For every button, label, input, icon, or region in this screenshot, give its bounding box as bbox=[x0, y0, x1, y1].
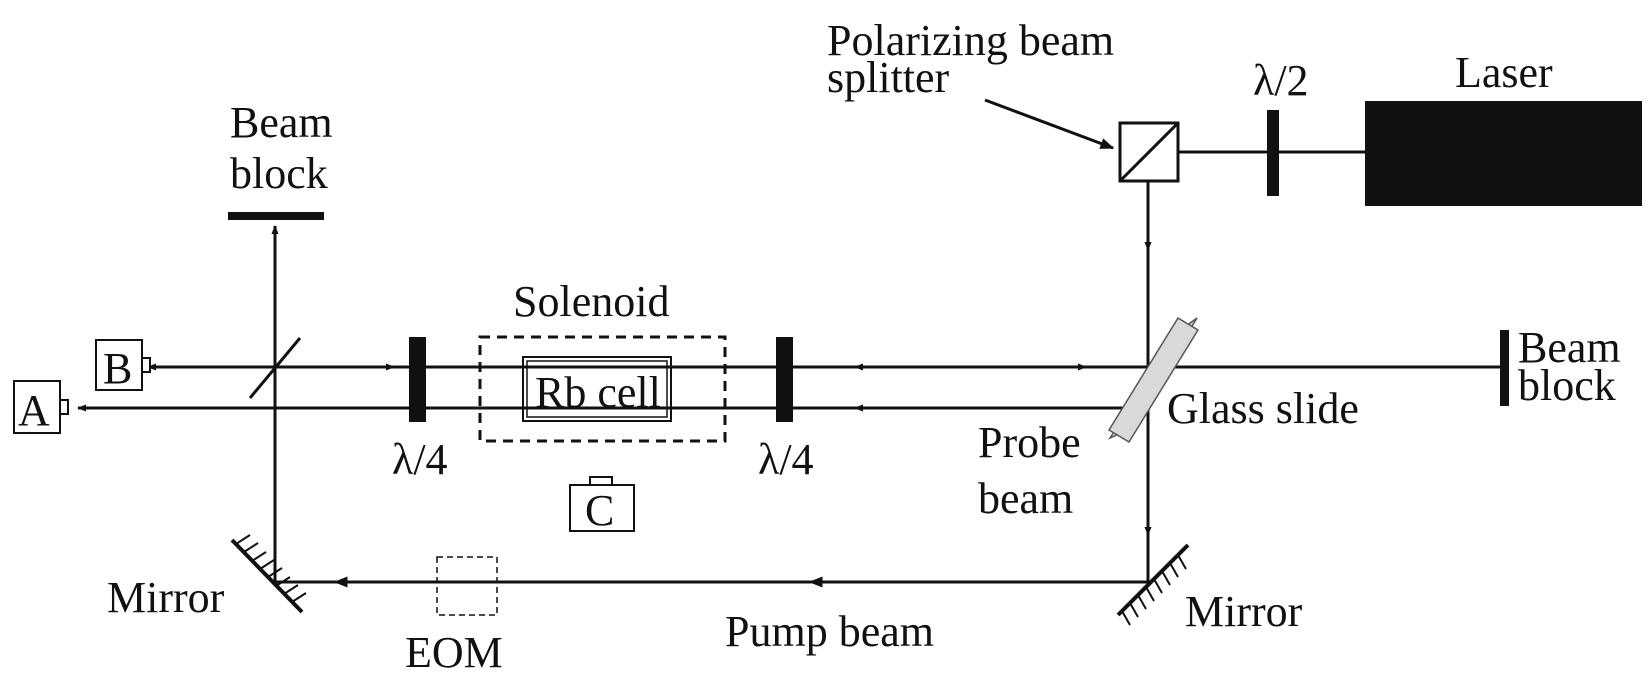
probe-beam-label-2: beam bbox=[978, 474, 1073, 523]
beam-block-left bbox=[228, 212, 324, 220]
solenoid bbox=[478, 335, 727, 443]
detector-a bbox=[13, 380, 61, 434]
quarter-wave-plate-left bbox=[409, 337, 426, 422]
beam-block-right bbox=[1500, 330, 1509, 406]
rb-cell-label: Rb cell bbox=[535, 368, 661, 417]
rb-cell bbox=[522, 356, 672, 422]
pbs-pointer-arrow bbox=[984, 98, 1115, 150]
rb-cell-inner bbox=[526, 360, 668, 418]
mirror-left-label: Mirror bbox=[107, 573, 225, 622]
quarter-wave-plate-right bbox=[776, 337, 793, 422]
glass-slide-body bbox=[1107, 316, 1200, 444]
left-beam-splitter bbox=[248, 337, 302, 399]
mirror-left bbox=[230, 534, 307, 614]
beam-block-right-label-2: block bbox=[1518, 361, 1616, 410]
pbs-label-line1: Polarizing beam bbox=[827, 16, 1114, 65]
detector-b-label: B bbox=[103, 344, 132, 393]
mirror-right bbox=[1116, 543, 1190, 626]
half-wave-plate-label: λ/2 bbox=[1253, 56, 1309, 105]
laser-body bbox=[1365, 101, 1642, 206]
beam-block-left-label-2: block bbox=[230, 149, 328, 198]
half-wave-plate bbox=[1267, 110, 1279, 196]
probe-beam-label-1: Probe bbox=[978, 418, 1081, 467]
quarter-wave-plate-right-label: λ/4 bbox=[758, 435, 814, 484]
detector-b bbox=[95, 339, 143, 391]
eom-label: EOM bbox=[405, 628, 503, 677]
mirror-right-label: Mirror bbox=[1185, 587, 1303, 636]
solenoid-label: Solenoid bbox=[513, 277, 669, 326]
beam-block-left-label-1: Beam bbox=[230, 98, 333, 147]
pump-beam-label: Pump beam bbox=[725, 607, 934, 656]
detector-a-window bbox=[59, 399, 69, 415]
detector-c-label: C bbox=[585, 486, 614, 535]
detector-c-window bbox=[589, 476, 613, 486]
glass-slide-label: Glass slide bbox=[1167, 384, 1359, 433]
pbs-diagonal bbox=[1118, 121, 1180, 183]
quarter-wave-plate-left-label: λ/4 bbox=[392, 435, 448, 484]
beam-block-right-label-1: Beam bbox=[1518, 323, 1621, 372]
laser-label: Laser bbox=[1455, 48, 1553, 97]
eom bbox=[436, 556, 498, 616]
pbs-label-line2: splitter bbox=[827, 53, 950, 102]
detector-b-window bbox=[141, 357, 151, 373]
detector-a-label: A bbox=[18, 386, 50, 435]
